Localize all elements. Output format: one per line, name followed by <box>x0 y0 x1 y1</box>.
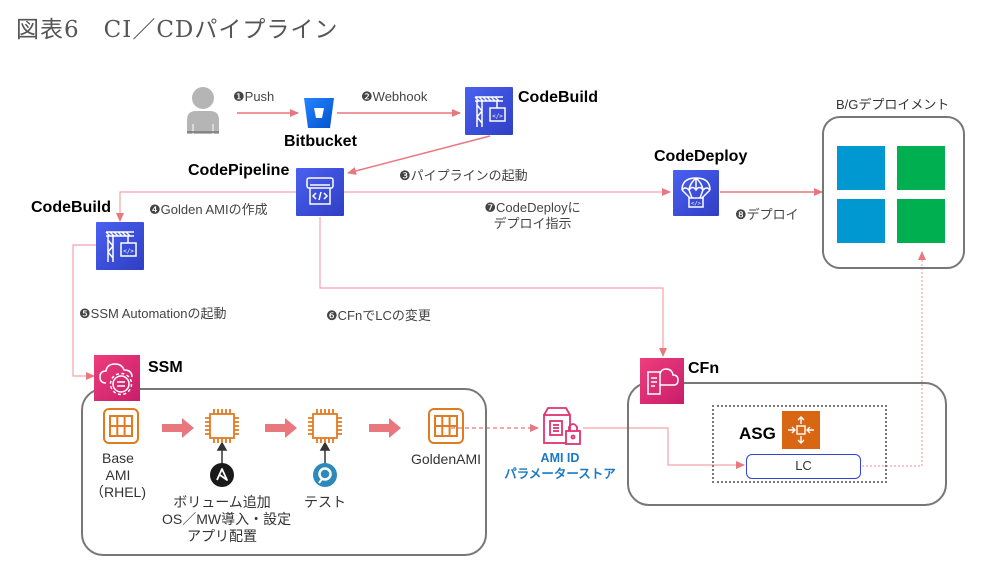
step-2-webhook: ❷Webhook <box>361 89 428 104</box>
step-5-ssm-automation: ❺SSM Automationの起動 <box>79 306 227 321</box>
step-6-cfn-change-lc: ❻CFnでLCの変更 <box>326 308 431 323</box>
svg-text:</>: </> <box>691 201 702 207</box>
codepipeline-icon <box>296 168 344 216</box>
codedeploy-label: CodeDeploy <box>654 148 748 165</box>
golden-ami-caption: GoldenAMI <box>410 451 482 467</box>
ec2-instance-test-icon <box>305 406 345 446</box>
step-7-line2: デプロイ指示 <box>493 216 572 231</box>
arrow-param-lc <box>583 427 745 469</box>
ssm-icon <box>94 355 140 401</box>
arrow-golden-ami <box>116 191 296 222</box>
bg-deploy-label: B/Gデプロイメント <box>836 97 950 112</box>
step-3-start-pipeline: ❸パイプラインの起動 <box>399 168 528 183</box>
parameter-store-caption: AMI ID パラメーターストア <box>504 451 616 481</box>
codebuild-left-label: CodeBuild <box>31 199 111 216</box>
test-tool-icon <box>313 463 337 487</box>
step-7-line1: ❼CodeDeployに <box>484 200 581 215</box>
test-caption: テスト <box>304 494 346 510</box>
parameter-store-icon <box>540 405 584 447</box>
ec2-instance-build-icon <box>202 406 242 446</box>
asg-group <box>712 405 887 483</box>
cfn-group <box>627 382 947 506</box>
arrow-start-pipeline <box>347 135 491 175</box>
launch-configuration: LC <box>746 454 861 479</box>
asg-label: ASG <box>739 424 776 443</box>
arrow-lc-bg <box>862 251 926 467</box>
step-4-golden-ami: ❹Golden AMIの作成 <box>149 202 268 217</box>
green-instance-1 <box>897 146 945 190</box>
codebuild-top-icon: </> <box>465 87 513 135</box>
step-8-deploy: ❽デプロイ <box>735 207 799 222</box>
provision-caption: ボリューム追加 OS／MW導入・設定 アプリ配置 <box>162 494 292 544</box>
base-ami-caption: Base AMI （RHEL) <box>89 450 146 500</box>
codebuild-left-icon: </> <box>96 222 144 270</box>
ssm-label: SSM <box>148 359 183 376</box>
codedeploy-icon: </> <box>673 170 719 216</box>
bg-deploy-group <box>822 116 965 269</box>
green-instance-2 <box>897 199 945 243</box>
step-7-codedeploy: ❼CodeDeployに デプロイ指示 <box>465 200 600 232</box>
golden-ami-icon <box>427 407 465 445</box>
blue-instance-1 <box>837 146 885 190</box>
blue-instance-2 <box>837 199 885 243</box>
cfn-label: CFn <box>688 360 720 377</box>
ansible-icon <box>210 463 234 487</box>
arrow-cfn <box>319 217 667 357</box>
arrow-ssm-automation <box>72 244 96 380</box>
svg-text:</>: </> <box>492 113 503 120</box>
cfn-icon <box>640 358 684 404</box>
user-icon <box>186 86 220 136</box>
ssm-flow-arrows <box>162 418 401 438</box>
codepipeline-label: CodePipeline <box>188 162 290 179</box>
base-ami-icon <box>102 407 140 445</box>
bitbucket-icon <box>302 96 336 130</box>
codebuild-top-label: CodeBuild <box>518 89 598 106</box>
figure-title: 図表6 CI／CDパイプライン <box>16 17 339 43</box>
svg-text:</>: </> <box>123 248 134 255</box>
ssm-group <box>81 388 487 556</box>
bitbucket-label: Bitbucket <box>284 133 357 150</box>
auto-scaling-icon <box>782 411 820 449</box>
step-1-push: ❶Push <box>233 89 275 104</box>
